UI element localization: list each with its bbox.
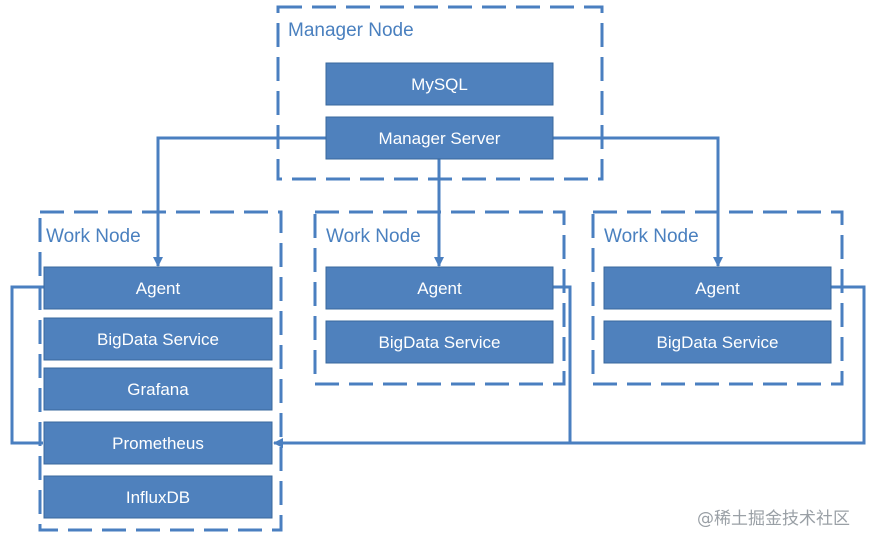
- agent-box-2: Agent: [325, 266, 554, 310]
- bigdata-service-label-3: BigData Service: [657, 333, 779, 352]
- agent-label-3: Agent: [695, 279, 740, 298]
- bigdata-service-box-3: BigData Service: [603, 320, 832, 364]
- manager-server-box: Manager Server: [325, 116, 554, 160]
- agent-label-2: Agent: [417, 279, 462, 298]
- agent-box-3: Agent: [603, 266, 832, 310]
- bigdata-service-box-2: BigData Service: [325, 320, 554, 364]
- work-node-1-container: [38, 210, 283, 532]
- mysql-box: MySQL: [325, 62, 554, 106]
- bigdata-service-label-2: BigData Service: [379, 333, 501, 352]
- connector-manager-to-agent-1: [153, 136, 326, 267]
- connector-agent-1-to-prometheus: [10, 285, 44, 445]
- bigdata-service-box-1: BigData Service: [43, 317, 273, 361]
- prometheus-box: Prometheus: [43, 421, 273, 465]
- manager-server-label: Manager Server: [379, 129, 501, 148]
- work-node-1-label: Work Node: [46, 226, 141, 247]
- connector-manager-to-agent-3: [553, 136, 723, 267]
- watermark-text: @稀土掘金技术社区: [697, 509, 850, 529]
- mysql-label: MySQL: [411, 75, 468, 94]
- manager-node-label: Manager Node: [288, 20, 414, 41]
- influxdb-label: InfluxDB: [126, 488, 190, 507]
- bigdata-service-label-1: BigData Service: [97, 330, 219, 349]
- grafana-label: Grafana: [127, 380, 189, 399]
- agent-label-1: Agent: [136, 279, 181, 298]
- work-node-3-label: Work Node: [604, 226, 699, 247]
- connector-agent-3-to-prometheus: [273, 285, 866, 448]
- influxdb-box: InfluxDB: [43, 475, 273, 519]
- agent-box-1: Agent: [43, 266, 273, 310]
- grafana-box: Grafana: [43, 367, 273, 411]
- connector-agent-2-to-prometheus: [553, 285, 572, 443]
- prometheus-label: Prometheus: [112, 434, 204, 453]
- work-node-2-label: Work Node: [326, 226, 421, 247]
